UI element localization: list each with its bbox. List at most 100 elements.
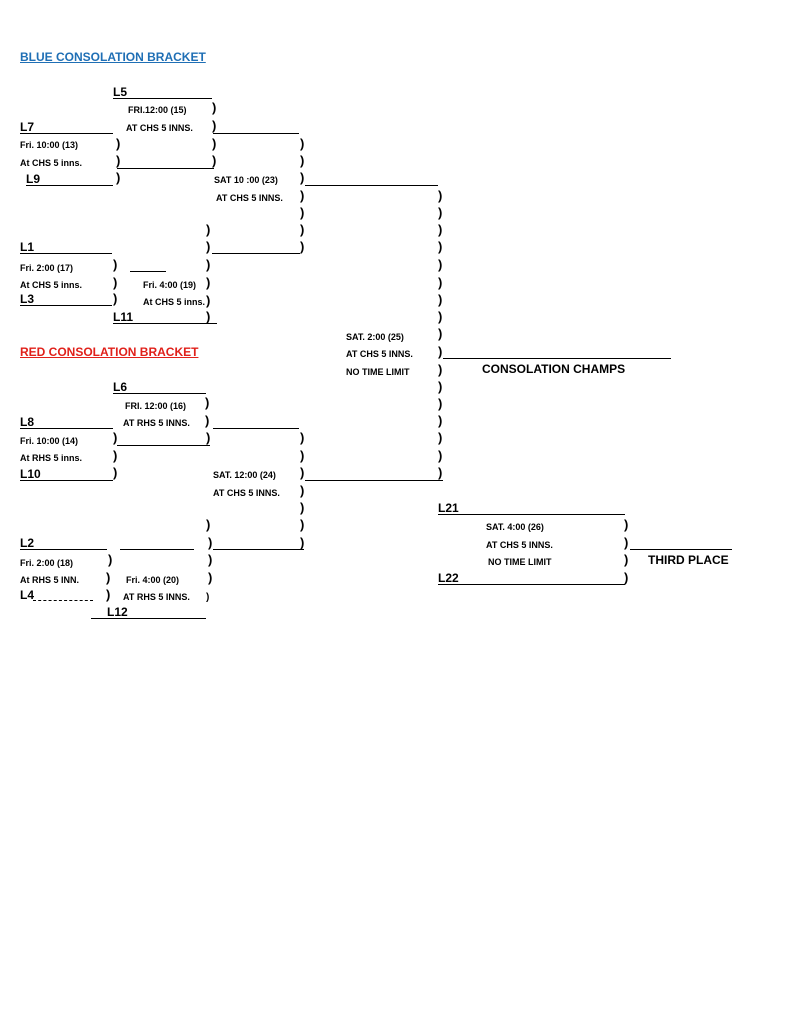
- bracket-mark: ): [212, 100, 217, 115]
- bracket-mark: ): [438, 326, 443, 341]
- bracket-mark: ): [113, 448, 118, 463]
- game16-location: AT RHS 5 INNS.: [123, 418, 190, 428]
- bracket-mark: ): [205, 413, 210, 428]
- bracket-mark: ): [300, 136, 305, 151]
- bracket-mark: ): [206, 275, 211, 290]
- slot-l22: L22: [438, 571, 459, 585]
- game18-time: Fri. 2:00 (18): [20, 558, 74, 568]
- slot-l4: L4: [20, 588, 35, 602]
- slot-l1: L1: [20, 240, 35, 254]
- bracket-mark: ): [206, 517, 211, 532]
- game15-time: FRI.12:00 (15): [128, 105, 187, 115]
- bracket-mark: ): [206, 293, 211, 308]
- bracket-mark: ): [206, 222, 211, 237]
- bracket-mark: ): [212, 118, 217, 133]
- bracket-mark: ): [300, 517, 305, 532]
- line-game16-winner: [213, 428, 299, 429]
- line-game20-winner: [213, 549, 304, 550]
- game26-time-limit: NO TIME LIMIT: [488, 557, 552, 567]
- bracket-mark: ): [208, 552, 213, 567]
- bracket-mark: ): [300, 153, 305, 168]
- bracket-mark: ): [108, 552, 113, 567]
- bracket-mark: ): [438, 362, 443, 377]
- bracket-mark: ): [300, 483, 305, 498]
- bracket-mark: ): [438, 222, 443, 237]
- bracket-mark: ): [300, 465, 305, 480]
- bracket-mark: ): [438, 344, 443, 359]
- bracket-mark: ): [300, 205, 305, 220]
- line-l12: [91, 618, 206, 619]
- bracket-mark: ): [300, 500, 305, 515]
- bracket-mark: ): [300, 188, 305, 203]
- bracket-mark: ): [116, 153, 121, 168]
- line-l10: [20, 480, 113, 481]
- bracket-mark: ): [438, 292, 443, 307]
- line-l22: [438, 584, 625, 585]
- slot-l6: L6: [113, 380, 128, 394]
- bracket-mark: ): [438, 413, 443, 428]
- bracket-mark: ): [438, 396, 443, 411]
- bracket-mark: ): [113, 275, 118, 290]
- bracket-mark: ): [206, 592, 210, 603]
- line-game18-winner: [120, 549, 194, 550]
- bracket-mark: ): [300, 170, 305, 185]
- bracket-mark: ): [212, 136, 217, 151]
- slot-l7: L7: [20, 120, 35, 134]
- line-l9: [26, 185, 113, 186]
- line-l3: [20, 305, 112, 306]
- line-consolation-champ: [443, 358, 671, 359]
- game14-time: Fri. 10:00 (14): [20, 436, 79, 446]
- game23-time: SAT 10 :00 (23): [214, 175, 278, 185]
- game17-location: At CHS 5 inns.: [20, 280, 83, 290]
- bracket-mark: ): [116, 170, 121, 185]
- bracket-mark: ): [624, 517, 629, 532]
- bracket-mark: ): [300, 448, 305, 463]
- game16-time: FRI. 12:00 (16): [125, 401, 187, 411]
- bracket-mark: ): [300, 222, 305, 237]
- blue-bracket-title: BLUE CONSOLATION BRACKET: [20, 50, 206, 64]
- line-l2: [20, 549, 107, 550]
- game26-location: AT CHS 5 INNS.: [486, 540, 553, 550]
- third-place-label: THIRD PLACE: [648, 553, 729, 567]
- bracket-mark: ): [438, 379, 443, 394]
- line-l5: [113, 98, 212, 99]
- bracket-mark: ): [438, 188, 443, 203]
- line-l7: [20, 133, 113, 134]
- game20-location: AT RHS 5 INNS.: [123, 592, 190, 602]
- bracket-mark: ): [624, 570, 629, 585]
- game13-time: Fri. 10:00 (13): [20, 140, 79, 150]
- game23-location: AT CHS 5 INNS.: [216, 193, 283, 203]
- line-l4: [33, 600, 93, 601]
- game19-location: At CHS 5 inns.: [143, 297, 206, 307]
- bracket-mark: ): [206, 309, 211, 324]
- slot-l8: L8: [20, 415, 35, 429]
- bracket-mark: ): [300, 535, 305, 550]
- bracket-mark: ): [624, 552, 629, 567]
- line-l21: [438, 514, 625, 515]
- game25-time-limit: NO TIME LIMIT: [346, 367, 410, 377]
- line-l11: [113, 323, 217, 324]
- bracket-mark: ): [438, 430, 443, 445]
- line-game17-winner: [130, 271, 166, 272]
- bracket-mark: ): [106, 570, 111, 585]
- bracket-mark: ): [438, 309, 443, 324]
- slot-l11: L11: [113, 310, 134, 324]
- slot-l10: L10: [20, 467, 41, 481]
- game19-time: Fri. 4:00 (19): [143, 280, 197, 290]
- line-game19-winner: [212, 253, 300, 254]
- slot-l9: L9: [26, 172, 41, 186]
- bracket-mark: ): [438, 257, 443, 272]
- bracket-mark: ): [300, 430, 305, 445]
- bracket-mark: ): [624, 535, 629, 550]
- bracket-mark: ): [438, 448, 443, 463]
- line-l1: [20, 253, 112, 254]
- bracket-mark: ): [208, 535, 213, 550]
- bracket-mark: ): [438, 275, 443, 290]
- bracket-mark: ): [438, 239, 443, 254]
- line-game23-winner: [305, 185, 438, 186]
- slot-l3: L3: [20, 292, 35, 306]
- bracket-mark: ): [113, 291, 118, 306]
- game20-time: Fri. 4:00 (20): [126, 575, 180, 585]
- bracket-mark: ): [206, 430, 211, 445]
- slot-l5: L5: [113, 85, 128, 99]
